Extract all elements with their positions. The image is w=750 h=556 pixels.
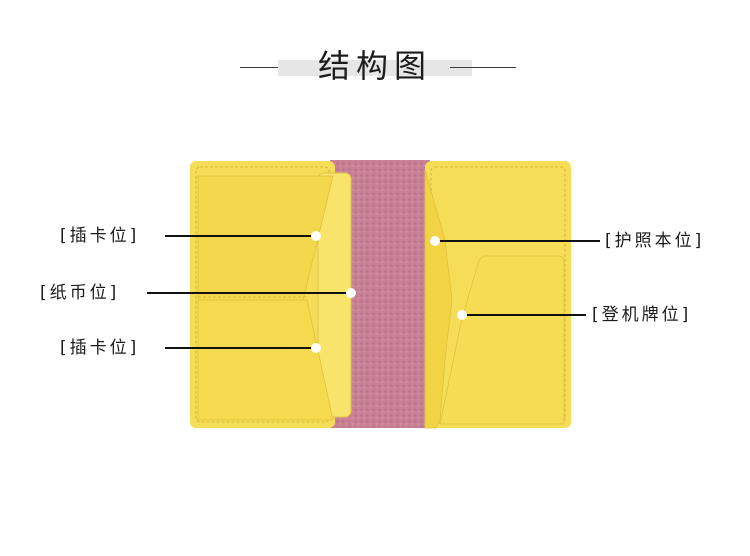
label-card-slot-top: [插卡位] [60,226,140,246]
title-divider-right [450,67,516,68]
passport-flap [424,169,453,429]
boarding-pass-pocket [439,255,565,425]
callout-dot-card-slot-bottom [311,343,321,353]
callout-dot-card-slot-top [311,231,321,241]
label-bill-pocket: [纸币位] [40,283,120,303]
label-passport-holder: [护照本位] [605,231,705,251]
callout-dot-bill-pocket [346,288,356,298]
page-title: 结构图 [317,47,432,85]
callout-dot-passport [430,236,440,246]
title-highlight-band [278,60,472,76]
callout-dot-boarding-pass [457,310,467,320]
label-boarding-pass: [登机牌位] [592,305,692,325]
title-block: 结构图 [0,38,750,98]
left-lower-pocket [197,299,334,421]
left-cover-stitch [195,166,330,423]
title-divider-left [240,67,306,68]
label-card-slot-bottom: [插卡位] [60,338,140,358]
